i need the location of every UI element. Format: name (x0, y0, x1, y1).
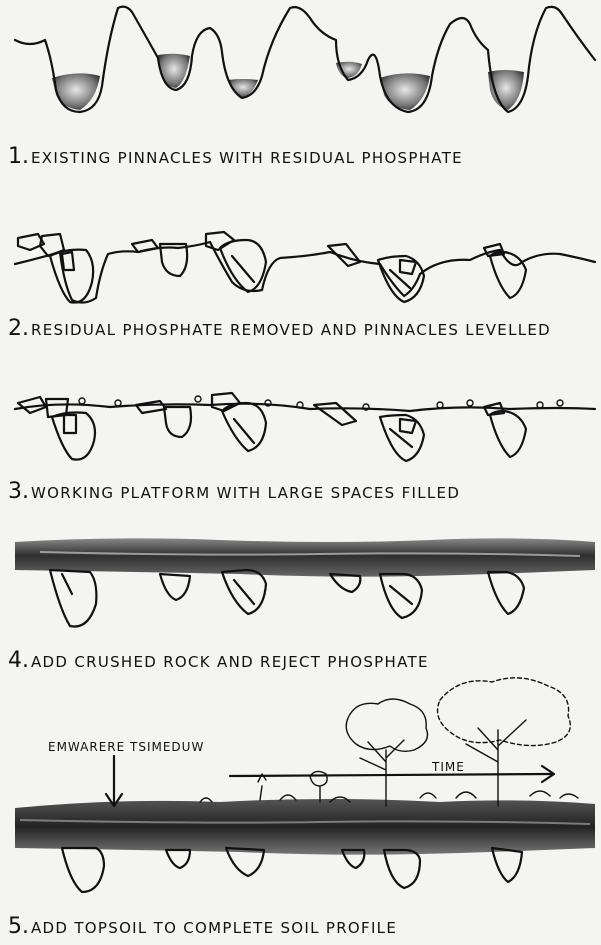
crushed-rock-layer (15, 538, 595, 577)
pinnacles-diagram-1 (13, 5, 597, 114)
profile-label: EMWARERE TSIMEDUW (48, 740, 205, 754)
step-2-caption: 2.RESIDUAL PHOSPHATE REMOVED AND PINNACL… (8, 316, 551, 341)
panel-4: 4.ADD CRUSHED ROCK AND REJECT PHOSPHATE (0, 530, 601, 673)
pinnacles-diagram-3 (13, 391, 597, 463)
step-1-caption: 1.EXISTING PINNACLES WITH RESIDUAL PHOSP… (8, 144, 463, 169)
step-4-caption: 4.ADD CRUSHED ROCK AND REJECT PHOSPHATE (8, 648, 429, 673)
time-label: TIME (432, 760, 465, 774)
step-text: ADD TOPSOIL TO COMPLETE SOIL PROFILE (31, 919, 398, 937)
step-text: RESIDUAL PHOSPHATE REMOVED AND PINNACLES… (31, 321, 552, 339)
phosphate-pocket (380, 73, 430, 110)
phosphate-pocket (158, 53, 190, 88)
phosphate-pocket (488, 70, 524, 110)
panel-3: 3.WORKING PLATFORM WITH LARGE SPACES FIL… (0, 385, 601, 504)
panel-2: 2.RESIDUAL PHOSPHATE REMOVED AND PINNACL… (0, 222, 601, 341)
phosphate-pocket (52, 73, 100, 110)
pinnacle-outline (13, 5, 597, 114)
platform-surface (13, 402, 597, 413)
step-text: ADD CRUSHED ROCK AND REJECT PHOSPHATE (31, 653, 429, 671)
tree-icon (436, 677, 571, 807)
step-number: 4. (8, 648, 29, 673)
panel-1: 1.EXISTING PINNACLES WITH RESIDUAL PHOSP… (0, 0, 601, 169)
shrub-icon (309, 770, 328, 803)
step-number: 1. (8, 144, 29, 169)
panel-5: EMWARERE TSIMEDUW TIME 5.ADD TOPSOIL TO … (0, 670, 601, 945)
levelled-surface (13, 240, 597, 304)
seedling-icon (257, 773, 267, 801)
tree-icon (345, 698, 429, 807)
step-5-caption: 5.ADD TOPSOIL TO COMPLETE SOIL PROFILE (8, 914, 397, 939)
topsoil-layer (15, 799, 595, 855)
step-number: 3. (8, 479, 29, 504)
pinnacles-diagram-5 (15, 677, 595, 894)
step-text: WORKING PLATFORM WITH LARGE SPACES FILLE… (31, 484, 461, 502)
step-number: 5. (8, 914, 29, 939)
pinnacles-diagram-2 (13, 230, 597, 304)
step-text: EXISTING PINNACLES WITH RESIDUAL PHOSPHA… (31, 149, 463, 167)
step-number: 2. (8, 316, 29, 341)
pinnacles-diagram-4 (15, 538, 595, 628)
time-arrow (228, 772, 554, 778)
step-3-caption: 3.WORKING PLATFORM WITH LARGE SPACES FIL… (8, 479, 460, 504)
